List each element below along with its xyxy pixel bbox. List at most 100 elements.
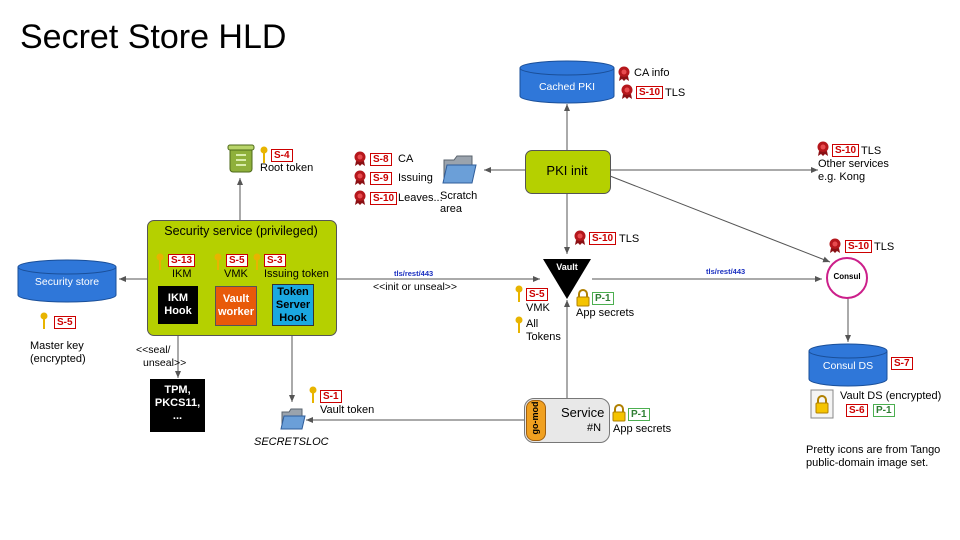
issuing-token-label: Issuing token bbox=[264, 268, 329, 280]
consul-ds-cylinder[interactable] bbox=[808, 343, 888, 387]
other-services-line2: e.g. Kong bbox=[818, 171, 866, 183]
vault-ds-encrypted-label: Vault DS (encrypted) bbox=[840, 390, 942, 402]
certificate-ribbon-icon bbox=[354, 151, 366, 166]
seal-unseal-line2: unseal>> bbox=[143, 357, 187, 369]
ca-info-label: CA info bbox=[634, 67, 670, 79]
tls-rest-label: tls/rest/443 bbox=[706, 267, 746, 276]
vault-worker-line1: Vault bbox=[222, 293, 250, 305]
security-store-cylinder[interactable] bbox=[17, 259, 117, 303]
secret-tag: S-1 bbox=[320, 390, 342, 403]
scratch-area-line1: Scratch bbox=[440, 190, 478, 202]
secret-tag: S-10 bbox=[370, 192, 398, 205]
all-tokens-line1: All bbox=[526, 318, 539, 330]
ikm-hook-line1: IKM bbox=[167, 292, 189, 304]
root-token-label: Root token bbox=[260, 162, 314, 174]
token-server-hook-box[interactable]: Token Server Hook bbox=[272, 284, 314, 326]
vault-worker-box[interactable]: Vault worker bbox=[215, 286, 257, 326]
ca-label: CA bbox=[398, 153, 414, 165]
tpm-box[interactable]: TPM, PKCS11, ... bbox=[150, 379, 205, 432]
secret-tag: S-5 bbox=[54, 316, 76, 329]
master-key-line2: (encrypted) bbox=[30, 353, 86, 365]
secret-tag: S-10 bbox=[845, 240, 873, 253]
tpm-line2: PKCS11, bbox=[154, 397, 201, 409]
ikm-hook-box[interactable]: IKM Hook bbox=[158, 286, 198, 324]
app-secrets-label: App secrets bbox=[576, 307, 635, 319]
vault-label: Vault bbox=[556, 262, 578, 272]
tls-label: TLS bbox=[619, 233, 640, 245]
vault-triangle[interactable] bbox=[542, 258, 592, 300]
scratch-area-line2: area bbox=[440, 203, 463, 215]
edge-pki-to-consul bbox=[609, 175, 831, 263]
folder-icon bbox=[442, 155, 477, 184]
master-key-line1: Master key bbox=[30, 340, 84, 352]
cached-pki-label: Cached PKI bbox=[538, 81, 596, 93]
security-store-label: Security store bbox=[34, 276, 100, 288]
page-title: Secret Store HLD bbox=[20, 18, 287, 56]
certificate-ribbon-icon bbox=[574, 230, 586, 245]
key-icon bbox=[309, 386, 317, 403]
certificate-ribbon-icon bbox=[621, 84, 633, 99]
secret-tag: S-7 bbox=[891, 357, 913, 370]
folder-icon bbox=[280, 408, 306, 430]
cached-pki-cylinder[interactable] bbox=[519, 60, 615, 104]
certificate-ribbon-icon bbox=[354, 190, 366, 205]
seal-unseal-line1: <<seal/ bbox=[136, 344, 171, 356]
consul-label: Consul bbox=[833, 272, 861, 281]
secret-tag: S-9 bbox=[370, 172, 392, 185]
credits-line1: Pretty icons are from Tango bbox=[806, 444, 941, 456]
app-secrets-label: App secrets bbox=[613, 423, 672, 435]
vault-worker-line2: worker bbox=[217, 306, 255, 318]
ikm-label: IKM bbox=[172, 268, 192, 280]
security-service-label: Security service (privileged) bbox=[164, 224, 318, 238]
padlock-icon bbox=[576, 289, 590, 307]
secret-tag: P-1 bbox=[592, 292, 614, 305]
credits-line2: public-domain image set. bbox=[806, 457, 929, 469]
key-icon bbox=[253, 253, 261, 270]
tls-rest-label: tls/rest/443 bbox=[394, 269, 434, 278]
go-mod-label: go-mod bbox=[530, 401, 540, 435]
secret-tag: S-10 bbox=[589, 232, 617, 245]
tpm-line1: TPM, bbox=[164, 384, 191, 396]
secret-tag: S-5 bbox=[226, 254, 248, 267]
vmk-label: VMK bbox=[526, 302, 550, 314]
service-n-label: #N bbox=[587, 422, 602, 434]
vmk-label: VMK bbox=[224, 268, 248, 280]
certificate-ribbon-icon bbox=[354, 170, 366, 185]
trash-icon bbox=[227, 144, 255, 173]
secret-tag: S-10 bbox=[636, 86, 664, 99]
key-icon bbox=[214, 253, 222, 270]
init-unseal-label: <<init or unseal>> bbox=[373, 281, 458, 293]
secret-tag: S-5 bbox=[526, 288, 548, 301]
secret-tag: S-10 bbox=[832, 144, 860, 157]
secret-tag: P-1 bbox=[628, 408, 650, 421]
pki-init-label: PKI init bbox=[546, 163, 588, 178]
all-tokens-line2: Tokens bbox=[526, 331, 561, 343]
secret-tag: S-4 bbox=[271, 149, 293, 162]
tls-label: TLS bbox=[861, 145, 882, 157]
secretsloc-label: SECRETSLOC bbox=[254, 436, 329, 448]
consul-circle[interactable] bbox=[825, 256, 869, 300]
token-server-hook-line3: Hook bbox=[279, 312, 307, 324]
go-mod-box[interactable] bbox=[526, 400, 546, 441]
tpm-line3: ... bbox=[172, 410, 183, 422]
secret-tag: S-3 bbox=[264, 254, 286, 267]
pki-init-box[interactable] bbox=[525, 150, 611, 194]
secret-tag: S-6 bbox=[846, 404, 868, 417]
key-icon bbox=[515, 285, 523, 302]
service-label: Service bbox=[561, 405, 605, 420]
secret-tag: S-8 bbox=[370, 153, 392, 166]
secret-tag: S-13 bbox=[168, 254, 196, 267]
certificate-ribbon-icon bbox=[829, 238, 841, 253]
key-icon bbox=[156, 253, 164, 270]
key-icon bbox=[260, 146, 268, 163]
ikm-hook-line2: Hook bbox=[164, 305, 192, 317]
key-icon bbox=[515, 316, 523, 333]
token-server-hook-line2: Server bbox=[275, 299, 311, 311]
token-server-hook-line1: Token bbox=[277, 286, 309, 298]
other-services-line1: Other services bbox=[818, 158, 889, 170]
tls-label: TLS bbox=[665, 87, 686, 99]
padlock-icon bbox=[612, 404, 626, 422]
secret-tag: P-1 bbox=[873, 404, 895, 417]
issuing-label: Issuing bbox=[398, 172, 433, 184]
vault-token-label: Vault token bbox=[320, 404, 375, 416]
